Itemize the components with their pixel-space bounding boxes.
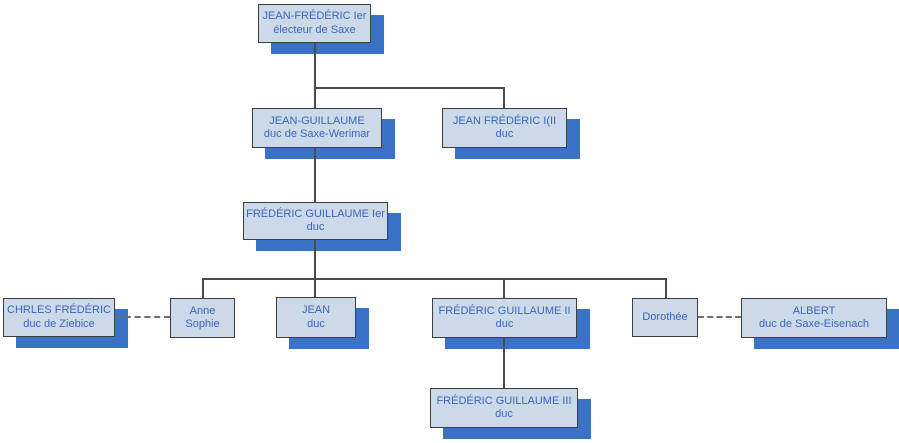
connector-drop-jean-frederic-i-ii xyxy=(503,87,505,108)
node-jean-frederic-1er[interactable]: JEAN-FRÉDÉRIC Ier électeur de Saxe xyxy=(258,4,371,43)
node-title: duc xyxy=(495,408,513,420)
node-name: ALBERT xyxy=(792,304,836,317)
node-jean-guillaume[interactable]: JEAN-GUILLAUME duc de Saxe-Werimar xyxy=(252,108,382,148)
node-name: FRÉDÉRIC GUILLAUME III xyxy=(436,394,572,407)
node-frederic-guillaume-iii[interactable]: FRÉDÉRIC GUILLAUME III duc xyxy=(430,388,578,428)
node-title: duc xyxy=(495,318,514,330)
node-jean-frederic-i-ii[interactable]: JEAN FRÉDÉRIC I(II duc xyxy=(442,108,567,148)
node-chrles-frederic[interactable]: CHRLES FRÉDÉRIC duc de Ziebice xyxy=(3,298,115,337)
node-name: Dorothée xyxy=(642,310,688,323)
connector-fg1er-down xyxy=(314,240,316,298)
connector-root-down xyxy=(314,43,316,108)
node-name: JEAN xyxy=(301,304,331,316)
node-name: CHRLES FRÉDÉRIC xyxy=(7,304,111,316)
node-jean[interactable]: JEAN duc xyxy=(276,297,356,338)
connector-drop-fg2 xyxy=(503,278,505,298)
node-name: JEAN FRÉDÉRIC I(II xyxy=(452,114,557,127)
connector-jean-guillaume-down xyxy=(314,148,316,202)
node-name: JEAN-GUILLAUME xyxy=(269,114,365,127)
node-frederic-guillaume-ii[interactable]: FRÉDÉRIC GUILLAUME II duc xyxy=(432,298,577,338)
node-albert[interactable]: ALBERT duc de Saxe-Eisenach xyxy=(741,298,887,338)
node-title: électeur de Saxe xyxy=(273,23,356,36)
connector-drop-dorothee xyxy=(665,278,667,298)
connector-gen2-rail xyxy=(314,87,505,89)
node-dorothee[interactable]: Dorothée xyxy=(632,298,698,337)
dashed-connector-chrles-anne xyxy=(115,316,170,318)
node-title: duc xyxy=(307,317,325,330)
node-title: duc de Saxe-Werimar xyxy=(263,128,371,140)
node-name: FRÉDÉRIC GUILLAUME II xyxy=(438,304,571,317)
connector-drop-anne-sophie xyxy=(202,278,204,298)
node-name: FRÉDÉRIC GUILLAUME Ier xyxy=(246,207,385,220)
node-title: duc xyxy=(306,221,325,233)
dashed-connector-dorothee-albert xyxy=(698,316,741,318)
node-title: Sophie xyxy=(185,318,220,330)
node-frederic-guillaume-1er[interactable]: FRÉDÉRIC GUILLAUME Ier duc xyxy=(243,202,388,240)
node-anne-sophie[interactable]: Anne Sophie xyxy=(170,298,235,338)
node-title: duc de Saxe-Eisenach xyxy=(758,318,870,330)
connector-fg2-down xyxy=(503,338,505,388)
node-name: JEAN-FRÉDÉRIC Ier xyxy=(262,10,367,22)
node-name: Anne xyxy=(189,304,216,317)
node-title: duc xyxy=(495,128,514,140)
connector-gen4-rail xyxy=(202,278,667,280)
node-title: duc de Ziebice xyxy=(23,317,95,330)
